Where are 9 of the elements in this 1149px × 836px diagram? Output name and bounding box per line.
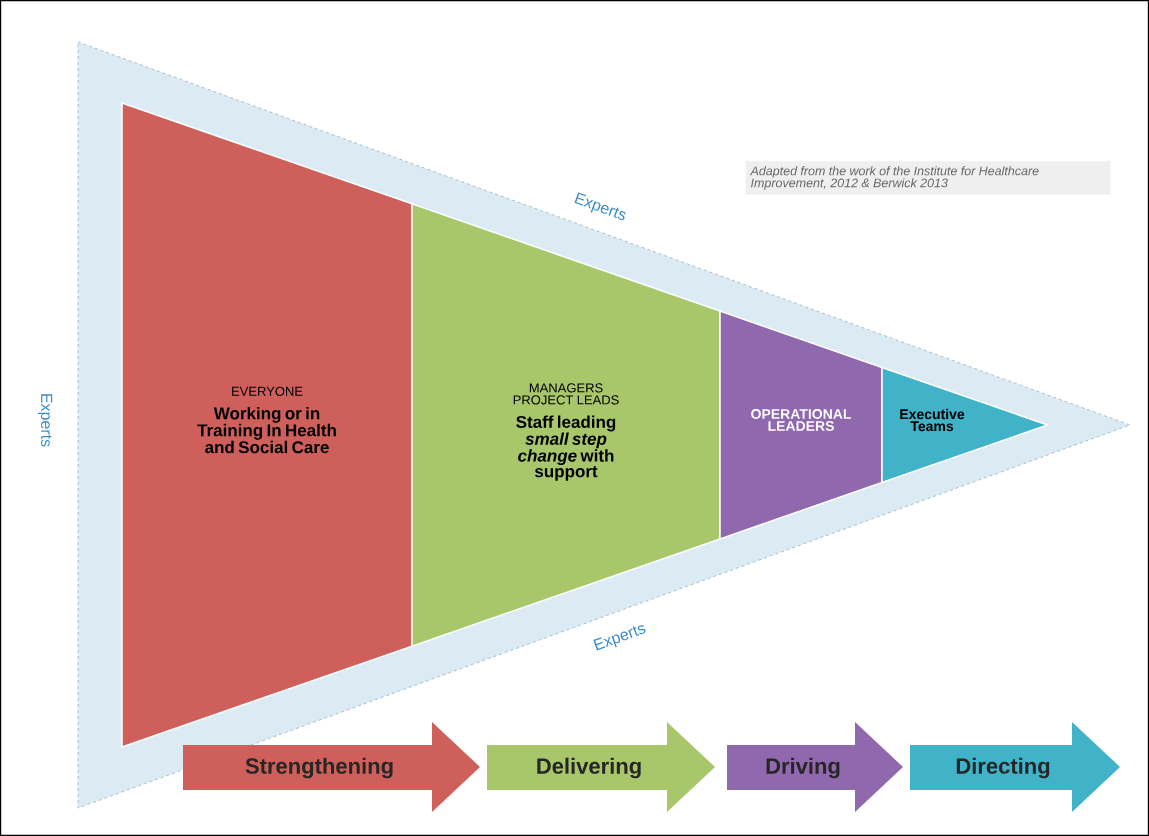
stage-tag: Strengthening — [183, 722, 480, 812]
stage-tag: Delivering — [487, 722, 715, 812]
stage-tag: Driving — [727, 722, 903, 812]
panel: OPERATIONAL LEADERS — [719, 310, 883, 540]
band-label: Experts — [593, 625, 646, 651]
stage-tag: Directing — [910, 722, 1120, 812]
source-note: Adapted from the work of the Institute for Healthcare Improvement, 2012 & Berwick 2013 — [745, 161, 1111, 195]
band-label: Experts — [37, 394, 53, 447]
panel: Executive Teams — [881, 366, 1048, 484]
